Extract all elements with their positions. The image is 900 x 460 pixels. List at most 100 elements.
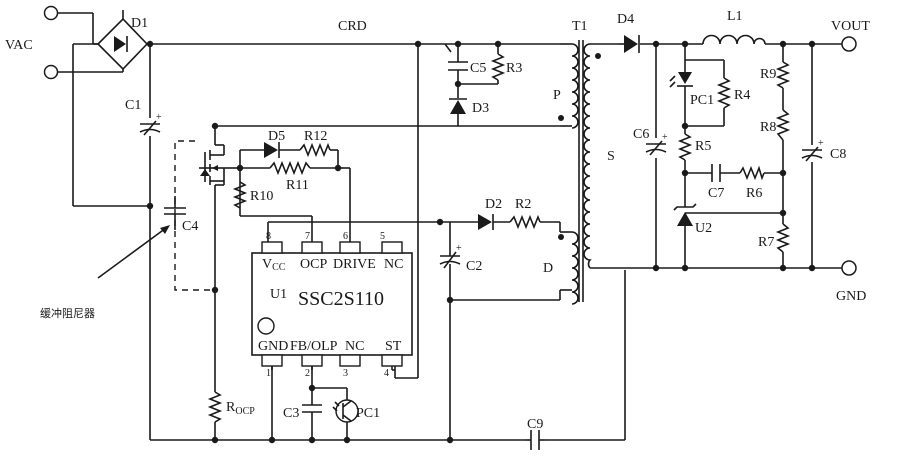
label-rocp: ROCP — [226, 400, 255, 417]
resistor-r6 — [739, 165, 765, 181]
label-crd: CRD — [338, 19, 367, 34]
pin-label-ocp: OCP — [300, 257, 327, 272]
resistor-r3 — [490, 53, 506, 81]
label-r11: R11 — [286, 178, 309, 193]
label-c4: C4 — [182, 219, 198, 234]
label-c9: C9 — [527, 417, 543, 432]
capacitor-c7 — [711, 164, 721, 182]
label-d1: D1 — [131, 16, 148, 31]
capacitor-c2: + — [439, 243, 462, 275]
label-c2: C2 — [466, 259, 482, 274]
label-u1: U1 — [270, 287, 287, 302]
svg-text:+: + — [662, 132, 668, 143]
capacitor-c6: + — [645, 132, 668, 156]
capacitor-c1: + — [139, 112, 162, 136]
pin-label-nc-bottom: NC — [345, 339, 364, 354]
snubber-pointer-arrow — [97, 225, 170, 279]
label-vout: VOUT — [831, 19, 870, 34]
pin-label-fb-olp: FB/OLP — [290, 339, 338, 354]
bridge-rectifier-d1 — [96, 17, 149, 71]
label-r5: R5 — [695, 139, 711, 154]
pin-number-2: 2 — [305, 368, 310, 379]
pin-number-6: 6 — [343, 231, 348, 242]
resistor-r9 — [775, 61, 791, 89]
terminal-vac-bottom — [43, 64, 59, 80]
label-r3: R3 — [506, 61, 522, 76]
label-r9: R9 — [760, 67, 776, 82]
label-c6: C6 — [633, 127, 649, 142]
transformer-t1 — [558, 40, 601, 305]
terminal-vac-top — [43, 5, 59, 21]
diode-d4 — [618, 35, 640, 53]
label-u2: U2 — [695, 221, 712, 236]
capacitor-c8: + — [801, 138, 824, 162]
capacitor-c3 — [302, 404, 322, 420]
pin-number-1: 1 — [266, 368, 271, 379]
capacitor-c5 — [448, 58, 468, 74]
optocoupler-transistor-pc1 — [332, 399, 359, 423]
svg-text:+: + — [818, 138, 824, 149]
pin-label-vcc: VCC — [262, 257, 286, 273]
resistor-r8 — [775, 109, 791, 141]
label-c7: C7 — [708, 186, 724, 201]
resistor-r11 — [269, 160, 311, 176]
label-c1: C1 — [125, 98, 141, 113]
label-r6: R6 — [746, 186, 762, 201]
label-pc1-bottom: PC1 — [356, 406, 380, 421]
terminal-vout — [841, 36, 857, 52]
label-r10: R10 — [250, 189, 273, 204]
terminal-gnd — [841, 260, 857, 276]
mosfet-switch — [199, 144, 240, 186]
resistor-r12 — [299, 142, 331, 158]
label-vac: VAC — [5, 38, 33, 53]
resistor-r7 — [775, 223, 791, 253]
pin-number-7: 7 — [305, 231, 310, 242]
optocoupler-led-pc1 — [669, 68, 693, 90]
pin-label-nc-top: NC — [384, 257, 403, 272]
label-p: P — [553, 88, 561, 103]
label-r8: R8 — [760, 120, 776, 135]
diode-d3 — [449, 98, 467, 114]
pin-number-4: 4 — [384, 368, 389, 379]
label-d: D — [543, 261, 553, 276]
resistor-r5 — [677, 133, 693, 161]
label-d4: D4 — [617, 12, 634, 27]
label-chip-name: SSC2S110 — [298, 288, 384, 310]
pin-number-8: 8 — [266, 231, 271, 242]
resistor-rocp — [207, 391, 223, 423]
label-snubber: 缓冲阻尼器 — [40, 306, 95, 320]
label-c3: C3 — [283, 406, 299, 421]
pin-number-3: 3 — [343, 368, 348, 379]
label-s: S — [607, 149, 615, 164]
ic-ssc2s110 — [251, 232, 413, 371]
label-r12: R12 — [304, 129, 327, 144]
pin-number-5: 5 — [380, 231, 385, 242]
label-d2: D2 — [485, 197, 502, 212]
shunt-regulator-u2 — [673, 203, 697, 226]
label-c8: C8 — [830, 147, 846, 162]
label-r2: R2 — [515, 197, 531, 212]
label-r7: R7 — [758, 235, 774, 250]
label-c5: C5 — [470, 61, 486, 76]
label-l1: L1 — [727, 9, 743, 24]
label-pc1-top: PC1 — [690, 93, 714, 108]
label-d5: D5 — [268, 129, 285, 144]
diode-d5 — [264, 142, 300, 158]
label-d3: D3 — [472, 101, 489, 116]
capacitor-c4 — [164, 196, 186, 230]
crd-diode — [444, 43, 452, 53]
pin-label-gnd: GND — [258, 339, 288, 354]
resistor-r2 — [509, 214, 541, 230]
resistor-r10 — [232, 181, 248, 209]
label-gnd-out: GND — [836, 289, 866, 304]
diode-d2 — [478, 214, 510, 230]
capacitor-c9 — [525, 430, 545, 450]
label-r4: R4 — [734, 88, 750, 103]
svg-text:+: + — [456, 243, 462, 254]
junction-dots — [146, 40, 816, 444]
label-t1: T1 — [572, 19, 588, 34]
pin-label-st: ST — [385, 339, 402, 354]
inductor-l1 — [702, 34, 766, 45]
